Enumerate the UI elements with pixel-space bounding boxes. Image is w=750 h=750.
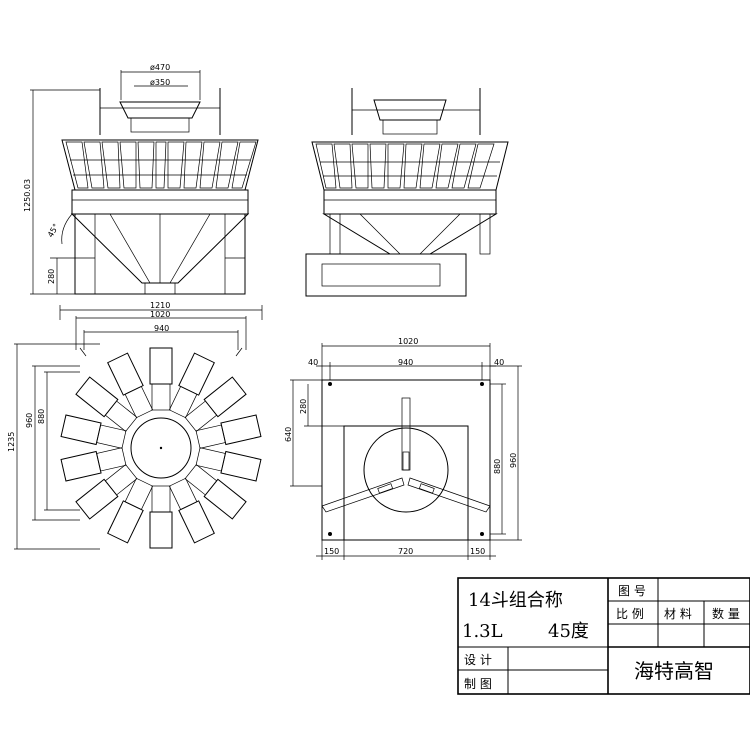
- radial-hoppers: [60, 347, 262, 549]
- side-hopper-stripes: [315, 143, 500, 189]
- dim-h1235: 1235: [7, 432, 16, 452]
- dim-h1250: 1250.03: [23, 179, 32, 212]
- dim-w1020-right: 1020: [398, 337, 418, 346]
- base-view: 1020 40 940 40 640 280: [284, 337, 522, 560]
- title-block: 14斗组合称 1.3L 45度 图 号 比 例 材 料 数 量 设 计 制 图 …: [457, 577, 750, 695]
- draw-label: 制 图: [464, 677, 492, 691]
- capacity-text: 1.3L: [462, 621, 503, 642]
- scale-label: 比 例: [616, 607, 644, 621]
- dim-w40-left: 40: [308, 358, 318, 367]
- angle-text: 45度: [548, 621, 589, 642]
- dim-w40-right: 40: [494, 358, 504, 367]
- dim-w150-left: 150: [324, 547, 339, 556]
- dim-angle: 45°: [46, 222, 61, 239]
- side-view: [305, 88, 509, 297]
- dim-w720: 720: [398, 547, 413, 556]
- dim-w1210: 1210: [150, 301, 170, 310]
- dim-w1020-top: 1020: [150, 310, 170, 319]
- quantity-label: 数 量: [712, 606, 740, 621]
- dim-h280-right: 280: [299, 399, 308, 414]
- top-view: 1210 1020 940 1235 960 880: [7, 301, 263, 550]
- dim-h280: 280: [47, 269, 56, 284]
- dim-h960-right: 960: [509, 453, 518, 468]
- dim-h960-left: 960: [25, 413, 34, 428]
- front-view: ø470 ø350: [23, 63, 259, 295]
- design-label: 设 计: [464, 653, 492, 667]
- dim-d470: ø470: [150, 63, 170, 72]
- dim-h880-right: 880: [493, 459, 502, 474]
- material-label: 材 料: [664, 607, 692, 621]
- dim-h640: 640: [284, 427, 293, 442]
- front-hopper-stripes: [65, 141, 257, 189]
- product-name: 14斗组合称: [468, 590, 563, 611]
- dim-h880-left: 880: [37, 409, 46, 424]
- dim-w940-right: 940: [398, 358, 413, 367]
- company-name: 海特高智: [634, 659, 714, 683]
- dim-w940-top: 940: [154, 324, 169, 333]
- dim-w150-right: 150: [470, 547, 485, 556]
- drawing-no-label: 图 号: [618, 584, 646, 598]
- dim-d350: ø350: [150, 78, 170, 87]
